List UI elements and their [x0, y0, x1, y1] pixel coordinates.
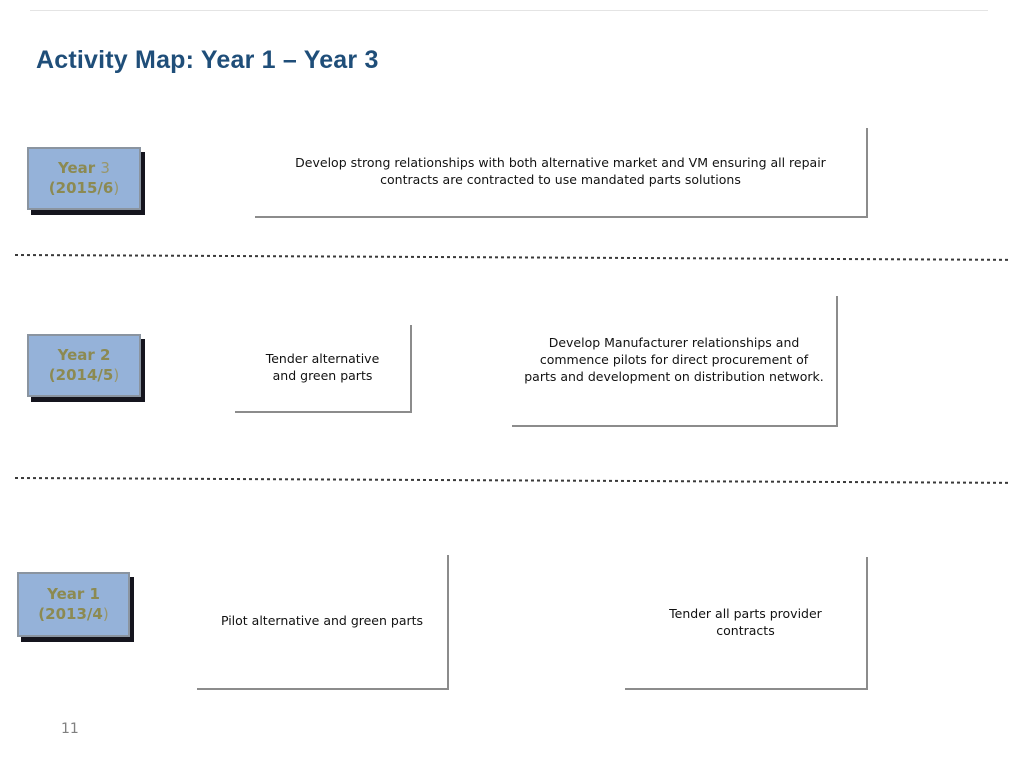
year-2-period: (2014/5)	[48, 365, 120, 384]
activity-text: Pilot alternative and green parts	[220, 613, 424, 629]
dashed-divider-2	[14, 477, 1011, 484]
activity-text: Tender all parts provider contracts	[669, 605, 822, 638]
dashed-divider-1	[14, 254, 1011, 261]
year-3-label: Year 3	[58, 159, 110, 177]
year-1-label: Year 1	[47, 585, 100, 603]
year-1-box: Year 1 (2013/4)	[17, 572, 130, 637]
year-3-box: Year 3 (2015/6)	[27, 147, 141, 210]
activity-text: Tender alternative and green parts	[265, 351, 380, 383]
page-number: 11	[61, 721, 79, 737]
year-3-period: (2015/6)	[48, 178, 120, 197]
activity-text: Develop strong relationships with both a…	[295, 155, 826, 187]
top-divider-rule	[30, 10, 988, 11]
activity-pilot-alternative-green-parts: Pilot alternative and green parts	[197, 555, 449, 690]
activity-develop-strong-relationships: Develop strong relationships with both a…	[255, 128, 868, 218]
slide-title: Activity Map: Year 1 – Year 3	[36, 46, 379, 74]
year-2-box: Year 2 (2014/5)	[27, 334, 141, 397]
activity-text: Develop Manufacturer relationships and c…	[524, 335, 824, 384]
activity-develop-manufacturer-relationships: Develop Manufacturer relationships and c…	[512, 296, 838, 427]
year-2-label: Year 2	[57, 346, 111, 364]
activity-tender-all-parts-provider: Tender all parts provider contracts	[625, 557, 868, 690]
activity-tender-alternative-green-parts: Tender alternative and green parts	[235, 325, 412, 413]
year-1-period: (2013/4)	[38, 604, 109, 623]
